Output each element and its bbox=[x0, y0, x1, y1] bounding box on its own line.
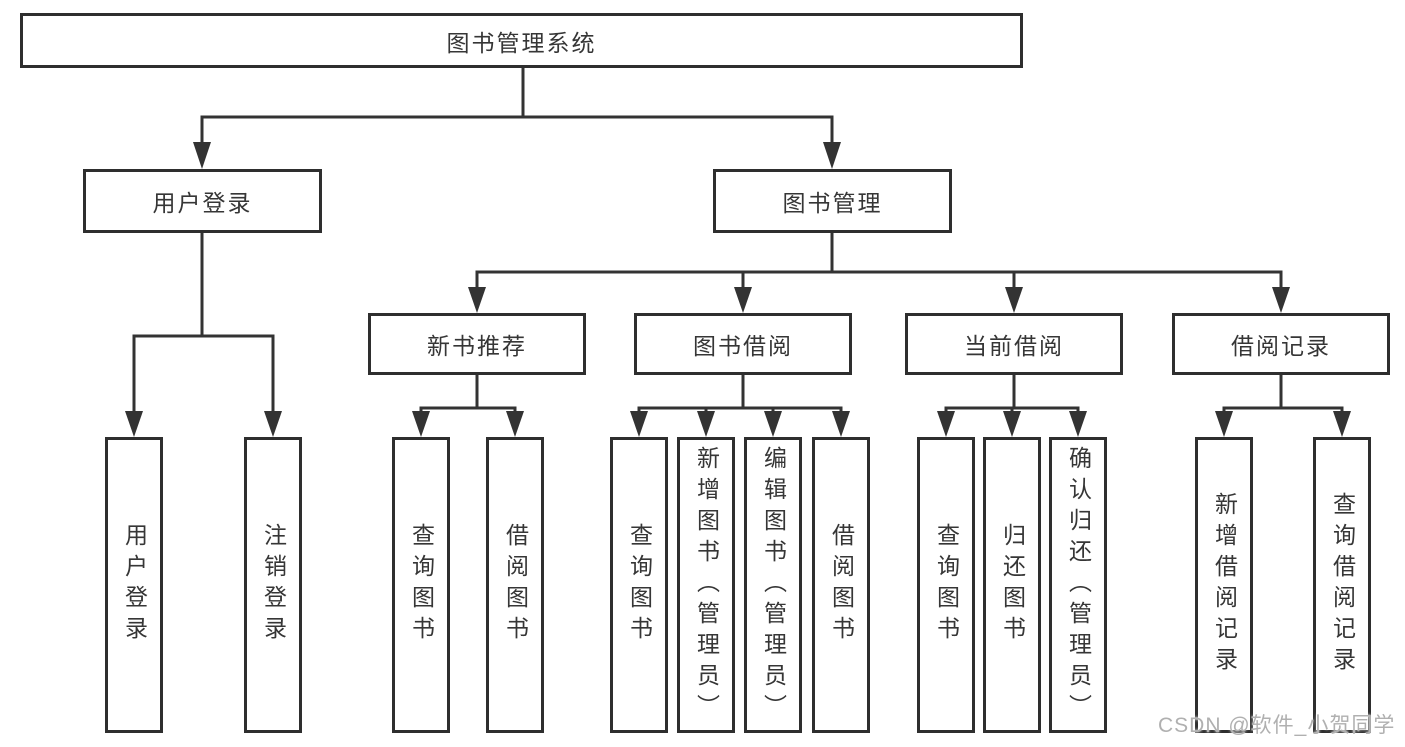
arrow-down-icon bbox=[937, 411, 955, 437]
node-leaf-user-login: 用户登录 bbox=[105, 437, 163, 733]
node-label: 查询借阅记录 bbox=[1329, 492, 1356, 678]
node-borrowing-records: 借阅记录 bbox=[1172, 313, 1390, 375]
arrow-down-icon bbox=[832, 411, 850, 437]
node-leaf-confirm-return-admin: 确认归还（管理员） bbox=[1049, 437, 1107, 733]
node-label: 借阅记录 bbox=[1231, 333, 1331, 359]
node-label: 借阅图书 bbox=[502, 523, 529, 647]
node-leaf-query-books-3: 查询图书 bbox=[917, 437, 975, 733]
arrow-down-icon bbox=[506, 411, 524, 437]
arrow-down-icon bbox=[1272, 287, 1290, 313]
node-leaf-logout: 注销登录 bbox=[244, 437, 302, 733]
node-label: 用户登录 bbox=[121, 523, 148, 647]
arrow-down-icon bbox=[125, 411, 143, 437]
node-label: 用户登录 bbox=[152, 190, 253, 216]
arrow-down-icon bbox=[734, 287, 752, 313]
node-new-book-recommendation: 新书推荐 bbox=[368, 313, 586, 375]
node-label: 注销登录 bbox=[260, 523, 287, 647]
node-leaf-add-borrow-record: 新增借阅记录 bbox=[1195, 437, 1253, 733]
node-label: 借阅图书 bbox=[828, 523, 855, 647]
node-leaf-add-books-admin: 新增图书（管理员） bbox=[677, 437, 735, 733]
node-user-login-branch: 用户登录 bbox=[83, 169, 322, 233]
node-label: 图书借阅 bbox=[693, 333, 793, 359]
arrow-down-icon bbox=[1333, 411, 1351, 437]
node-label: 查询图书 bbox=[626, 523, 653, 647]
node-leaf-query-borrow-record: 查询借阅记录 bbox=[1313, 437, 1371, 733]
arrow-down-icon bbox=[1005, 287, 1023, 313]
node-label: 新增借阅记录 bbox=[1211, 492, 1238, 678]
arrow-down-icon bbox=[1069, 411, 1087, 437]
arrow-down-icon bbox=[412, 411, 430, 437]
tree-edges bbox=[132, 68, 1344, 413]
arrow-down-icon bbox=[193, 142, 211, 169]
csdn-watermark: CSDN @软件_小贺同学 bbox=[1158, 714, 1396, 737]
arrow-down-icon bbox=[264, 411, 282, 437]
node-label: 图书管理系统 bbox=[446, 29, 597, 56]
arrow-down-icon bbox=[697, 411, 715, 437]
node-leaf-edit-books-admin: 编辑图书（管理员） bbox=[744, 437, 802, 733]
node-label: 确认归还（管理员） bbox=[1065, 445, 1092, 725]
node-book-borrowing: 图书借阅 bbox=[634, 313, 852, 375]
node-label: 归还图书 bbox=[999, 523, 1026, 647]
node-label: 查询图书 bbox=[408, 523, 435, 647]
arrow-down-icon bbox=[468, 287, 486, 313]
node-leaf-query-books-1: 查询图书 bbox=[392, 437, 450, 733]
arrow-down-icon bbox=[1215, 411, 1233, 437]
arrow-down-icon bbox=[823, 142, 841, 169]
node-leaf-return-books: 归还图书 bbox=[983, 437, 1041, 733]
node-label: 当前借阅 bbox=[964, 333, 1064, 359]
arrow-down-icon bbox=[764, 411, 782, 437]
node-book-management-branch: 图书管理 bbox=[713, 169, 952, 233]
node-label: 编辑图书（管理员） bbox=[760, 445, 787, 725]
arrow-down-icon bbox=[1003, 411, 1021, 437]
node-label: 查询图书 bbox=[933, 523, 960, 647]
node-leaf-borrow-books-1: 借阅图书 bbox=[486, 437, 544, 733]
node-current-borrowing: 当前借阅 bbox=[905, 313, 1123, 375]
node-leaf-query-books-2: 查询图书 bbox=[610, 437, 668, 733]
node-leaf-borrow-books-2: 借阅图书 bbox=[812, 437, 870, 733]
arrow-down-icon bbox=[630, 411, 648, 437]
node-label: 新书推荐 bbox=[427, 333, 527, 359]
node-label: 图书管理 bbox=[782, 190, 883, 216]
arrowheads bbox=[125, 142, 1351, 437]
node-label: 新增图书（管理员） bbox=[693, 445, 720, 725]
node-root-system: 图书管理系统 bbox=[20, 13, 1023, 68]
